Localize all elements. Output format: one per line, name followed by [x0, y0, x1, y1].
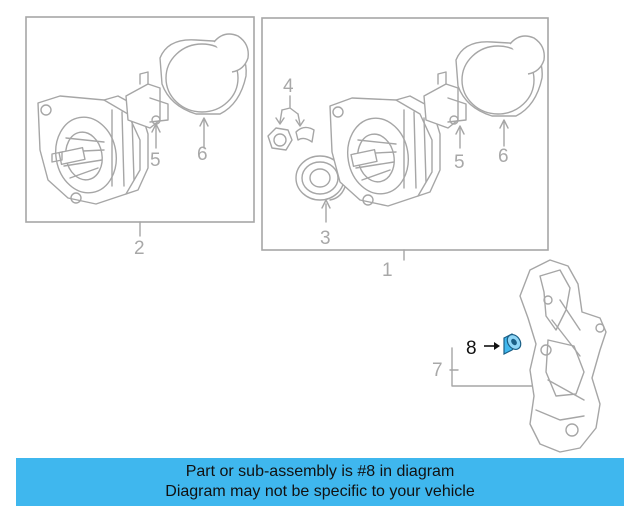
label-6-right: 6 — [498, 146, 509, 167]
assembly-box-1 — [261, 17, 549, 251]
pulley-cover-left-drawing — [159, 33, 249, 115]
label-5-left: 5 — [150, 150, 161, 171]
label-2: 2 — [134, 238, 145, 259]
part-8-sleeve-icon — [503, 333, 522, 355]
info-banner: Part or sub-assembly is #8 in diagram Di… — [16, 458, 624, 506]
label-8: 8 — [466, 338, 477, 359]
nut-washer-drawing — [267, 95, 315, 151]
regulator-right-drawing — [423, 71, 467, 129]
box2-leaders — [139, 117, 209, 237]
box1-leaders — [403, 119, 509, 261]
label-5-right: 5 — [454, 152, 465, 173]
parts-diagram: 5 6 2 4 3 — [25, 16, 607, 453]
pulley-cover-right-drawing — [455, 35, 545, 117]
bracket-leader — [449, 347, 533, 387]
mounting-bracket-drawing — [519, 259, 607, 453]
info-banner-line-2: Diagram may not be specific to your vehi… — [165, 483, 475, 500]
label-7: 7 — [432, 360, 443, 381]
label-1: 1 — [382, 260, 393, 281]
label-3: 3 — [320, 228, 331, 249]
label-6-left: 6 — [197, 144, 208, 165]
regulator-left-drawing — [125, 71, 169, 129]
alternator-right-drawing — [329, 95, 441, 207]
part-8-highlighted[interactable] — [484, 332, 524, 355]
label-4: 4 — [283, 76, 294, 97]
alternator-left-drawing — [37, 95, 149, 205]
info-banner-line-1: Part or sub-assembly is #8 in diagram — [185, 463, 455, 480]
